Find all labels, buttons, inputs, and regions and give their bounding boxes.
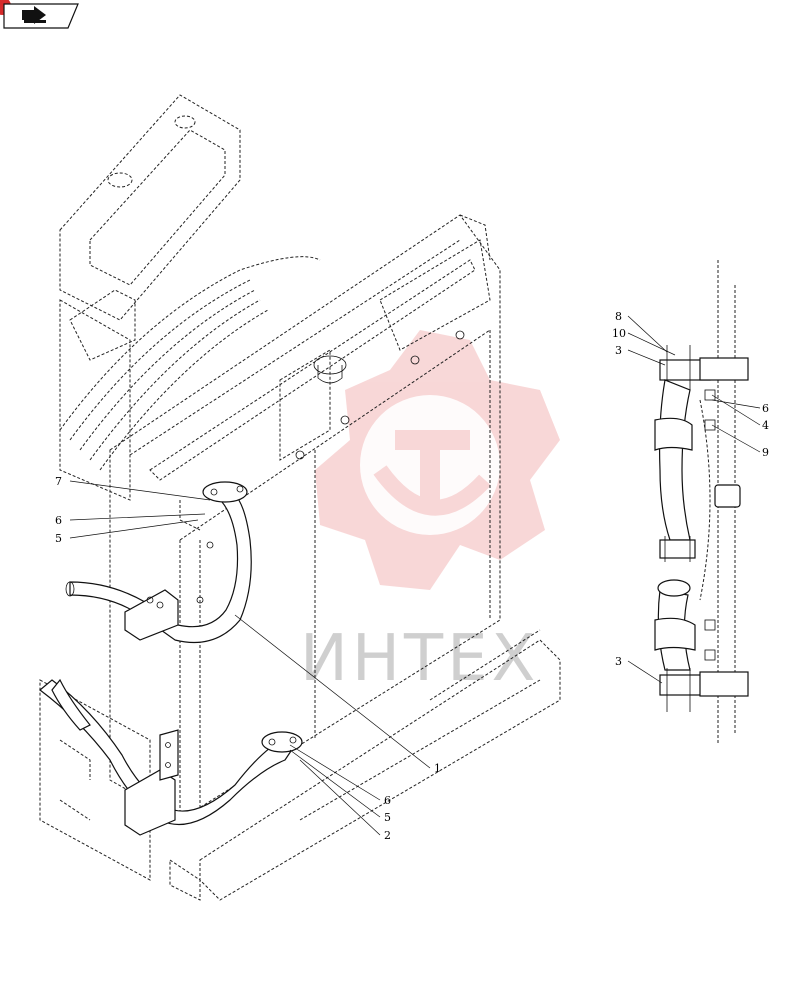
- callout-6-detail: 6: [762, 402, 769, 415]
- callout-1: 1: [434, 762, 441, 775]
- detail-view: [654, 260, 749, 745]
- callout-8: 8: [615, 310, 622, 323]
- return-arrow-icon: [22, 6, 46, 24]
- callout-2: 2: [384, 829, 391, 842]
- chassis-frame: [39, 94, 561, 901]
- leader-lines: [69, 315, 761, 836]
- gear-wrench-logo-icon: [315, 330, 560, 590]
- corner-nav-button[interactable]: [0, 0, 79, 29]
- upper-coolant-pipe: [65, 481, 252, 644]
- callout-7: 7: [55, 475, 62, 488]
- callout-5-upper: 5: [55, 532, 62, 545]
- callout-3-top: 3: [615, 344, 622, 357]
- radiator-assembly: [59, 214, 501, 821]
- callout-3-bottom: 3: [615, 655, 622, 668]
- callout-9: 9: [762, 446, 769, 459]
- callout-4: 4: [762, 419, 769, 432]
- callout-5-lower: 5: [384, 811, 391, 824]
- callout-10: 10: [612, 327, 626, 340]
- callout-6-lower: 6: [384, 794, 391, 807]
- lower-coolant-pipe: [39, 678, 303, 836]
- watermark-text: ИНТЕХ: [300, 622, 539, 696]
- callout-6-upper: 6: [55, 514, 62, 527]
